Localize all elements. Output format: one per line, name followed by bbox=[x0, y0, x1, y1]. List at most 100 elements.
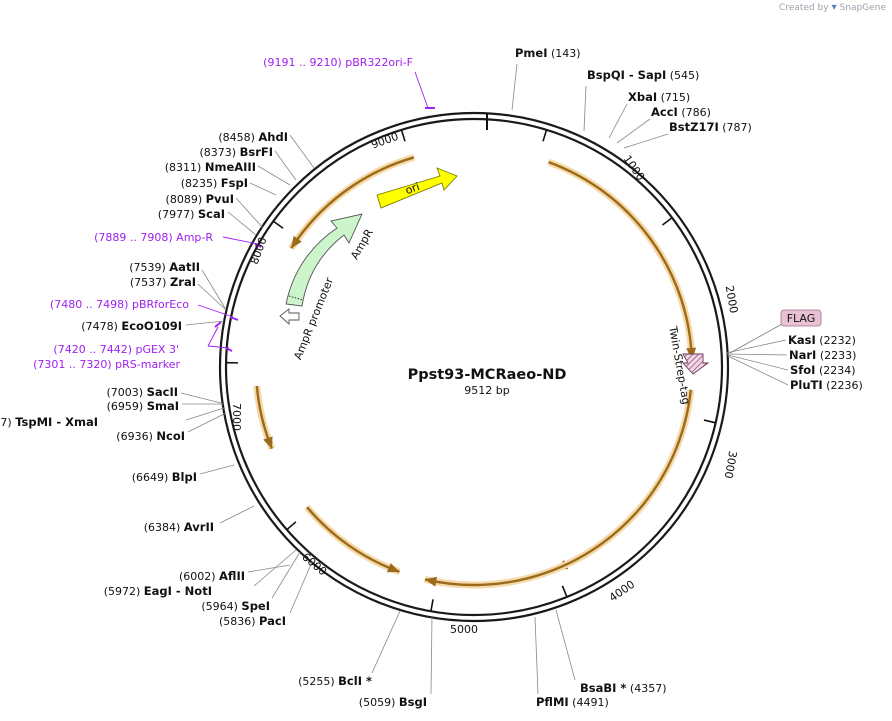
site-leader-line bbox=[219, 505, 255, 524]
restriction-site-label: (6959) SmaI bbox=[107, 399, 179, 413]
site-leader-line bbox=[534, 616, 539, 695]
bp-tick bbox=[430, 599, 434, 612]
orf-arrowhead bbox=[686, 347, 697, 360]
flag-box bbox=[780, 309, 822, 327]
plasmid-name: Ppst93-MCRaeo-ND bbox=[408, 367, 567, 383]
bp-tick bbox=[561, 585, 568, 598]
restriction-site-label: (7003) SacII bbox=[107, 385, 179, 399]
site-leader-line bbox=[180, 392, 222, 404]
site-labels: PmeI (143) BspQI - SapI (545) XbaI (715)Ac… bbox=[0, 46, 863, 709]
primer-leader-line bbox=[197, 304, 234, 318]
plasmid-backbone bbox=[218, 111, 730, 623]
ampr-arrow bbox=[285, 213, 363, 307]
site-leader-line bbox=[727, 354, 789, 371]
credit-brand: SnapGene bbox=[839, 2, 886, 13]
orf-arrowhead bbox=[263, 436, 273, 449]
orf-glow bbox=[554, 389, 695, 573]
orf-arrow bbox=[290, 156, 415, 249]
primer-mark bbox=[225, 347, 233, 352]
site-leader-line bbox=[257, 165, 291, 186]
site-leader-line bbox=[197, 283, 227, 311]
restriction-site-label: (5836) PacI bbox=[219, 614, 286, 628]
bp-tick-label: 8000 bbox=[248, 235, 270, 266]
primer-mark bbox=[254, 243, 262, 248]
site-leader-line bbox=[187, 412, 227, 433]
restriction-site-label: BspQI - SapI (545) bbox=[587, 68, 699, 82]
ampr-dotted-segment bbox=[288, 295, 304, 301]
site-leader-line bbox=[185, 407, 225, 421]
restriction-site-label: (5255) BclI * bbox=[298, 674, 372, 688]
site-leader-line bbox=[235, 197, 264, 229]
orf-arrowhead bbox=[291, 235, 302, 249]
restriction-site-label: BstZ17I (787) bbox=[669, 120, 752, 134]
site-leader-line bbox=[289, 134, 315, 169]
restriction-site-label: (8373) BsrFI bbox=[200, 145, 274, 159]
restriction-site-label: (8458) AhdI bbox=[218, 130, 288, 144]
site-leader-line bbox=[725, 339, 787, 354]
primer-leader-line bbox=[207, 326, 219, 347]
ampr-promoter-arrow bbox=[279, 308, 300, 326]
restriction-site-label: (7478) EcoO109I bbox=[81, 319, 182, 333]
flag-feature[interactable]: FLAG bbox=[729, 309, 822, 354]
primer-label: (7301 .. 7320) pRS-marker bbox=[33, 358, 180, 371]
credit-prefix: Created by bbox=[779, 2, 829, 13]
restriction-site-label: (7977) ScaI bbox=[158, 207, 225, 221]
bp-tick-label: 5000 bbox=[450, 623, 478, 636]
restriction-site-label: KasI (2232) bbox=[788, 333, 856, 347]
snapgene-logo-icon: ▾ bbox=[831, 2, 837, 13]
site-leader-line bbox=[727, 355, 789, 386]
bp-tick bbox=[272, 220, 284, 229]
orf-arrows bbox=[253, 154, 697, 589]
primer-label: (7889 .. 7908) Amp-R bbox=[94, 231, 213, 244]
site-leader-line bbox=[726, 353, 788, 356]
bp-tick bbox=[542, 129, 548, 142]
restriction-site-label: PmeI (143) bbox=[515, 46, 581, 60]
bp-tick bbox=[400, 129, 406, 142]
ampr-promoter-feature[interactable]: AmpR promoter bbox=[279, 275, 336, 362]
site-leader-line bbox=[430, 616, 433, 695]
ori-label: ori bbox=[404, 180, 422, 197]
restriction-site-label: BsaBI * (4357) bbox=[580, 681, 667, 695]
bp-tick-label: 2000 bbox=[723, 284, 741, 314]
orf-arrowhead bbox=[424, 576, 438, 587]
restriction-site-label: (6384) AvrII bbox=[144, 520, 214, 534]
site-leader-line bbox=[608, 103, 628, 139]
bp-tick bbox=[286, 521, 297, 531]
orf-arrow bbox=[548, 161, 694, 360]
ori-feature[interactable]: ori bbox=[376, 167, 458, 209]
restriction-site-label: (8235) FspI bbox=[181, 176, 248, 190]
primer-leader-line bbox=[222, 236, 259, 245]
restriction-site-label: NarI (2233) bbox=[789, 348, 856, 362]
restriction-site-label: (5059) BsgI bbox=[359, 695, 427, 709]
bp-tick-label: 7000 bbox=[230, 403, 243, 431]
bp-tick-label: 3000 bbox=[722, 450, 740, 480]
primer-label: (7420 .. 7442) pGEX 3' bbox=[53, 343, 179, 356]
orf-arrow bbox=[424, 500, 647, 587]
restriction-site-label: (8089) PvuI bbox=[166, 192, 234, 206]
snapgene-credit: Created by ▾ SnapGene bbox=[779, 2, 886, 13]
site-leader-line bbox=[623, 133, 669, 149]
restriction-site-label: (6936) NcoI bbox=[116, 429, 185, 443]
restriction-site-label: (6002) AflII bbox=[179, 569, 245, 583]
site-leader-line bbox=[249, 182, 277, 196]
primer-label: (7480 .. 7498) pBRforEco bbox=[50, 298, 189, 311]
primer-mark bbox=[229, 316, 239, 321]
site-leader-line bbox=[371, 610, 401, 674]
site-leader-line bbox=[616, 118, 651, 144]
restriction-site-label: SfoI (2234) bbox=[790, 363, 856, 377]
site-leader-line bbox=[271, 551, 301, 599]
restriction-site-label: (5972) EagI - NotI bbox=[104, 584, 212, 598]
restriction-site-label: AccI (786) bbox=[651, 105, 711, 119]
flag-label: FLAG bbox=[787, 312, 816, 325]
restriction-site-label: (8311) NmeAIII bbox=[165, 160, 256, 174]
site-leader-line bbox=[511, 63, 518, 111]
restriction-site-label: XbaI (715) bbox=[628, 90, 690, 104]
site-leader-line bbox=[185, 320, 225, 326]
site-leader-line bbox=[555, 609, 576, 681]
site-leader-line bbox=[247, 564, 291, 573]
restriction-site-label: (6649) BlpI bbox=[132, 470, 197, 484]
ori-arrow bbox=[376, 167, 458, 209]
primer-leader-line bbox=[414, 71, 429, 109]
plasmid-size: 9512 bp bbox=[464, 384, 509, 397]
